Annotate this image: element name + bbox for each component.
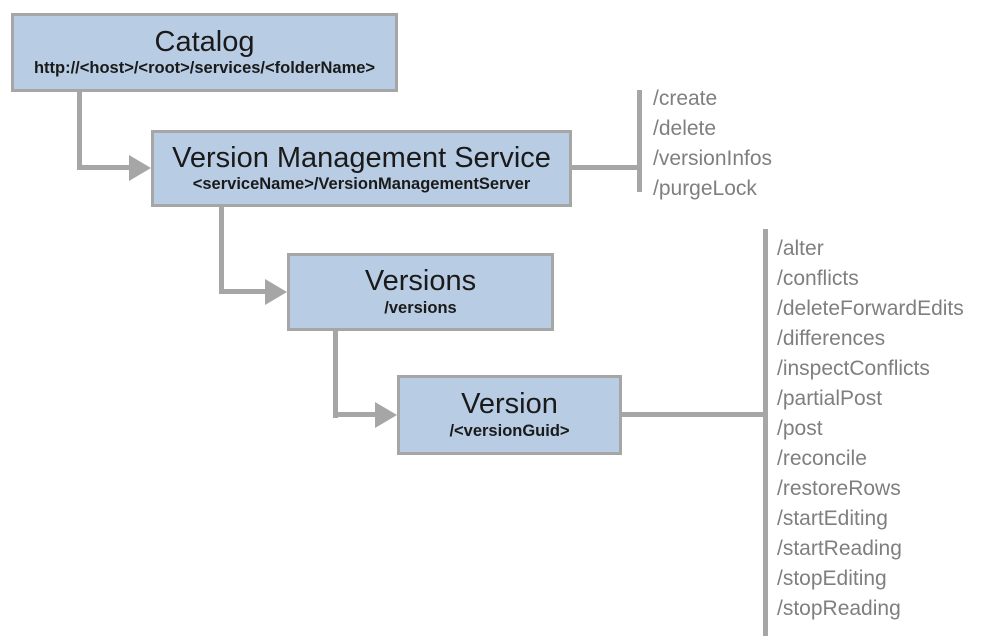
operation-item: /partialPost [777, 387, 883, 410]
connector-versions-version-vertical [333, 331, 338, 418]
connector-versions-version-horizontal [333, 412, 377, 417]
operation-item: /post [777, 417, 823, 440]
operation-item: /versionInfos [653, 147, 773, 170]
node-version-management-service-title: Version Management Service [172, 141, 551, 174]
operation-item: /purgeLock [653, 177, 757, 200]
node-version-title: Version [461, 388, 558, 421]
operation-item: /stopEditing [777, 567, 887, 590]
arrow-right-icon [265, 279, 287, 305]
connector-catalog-vms-horizontal [77, 165, 131, 170]
vms-oplist-bracket [637, 90, 642, 192]
vms-operations-list: /create /delete /versionInfos /purgeLock [653, 84, 772, 204]
version-oplist-bracket [763, 229, 768, 636]
connector-vms-versions-vertical [219, 207, 224, 294]
node-catalog-title: Catalog [154, 25, 255, 58]
connector-vms-oplist-horizontal [572, 165, 640, 170]
node-version-management-service-subtitle: <serviceName>/VersionManagementServer [192, 175, 531, 194]
operation-item: /deleteForwardEdits [777, 297, 964, 320]
operation-item: /inspectConflicts [777, 357, 930, 380]
connector-vms-versions-horizontal [219, 289, 267, 294]
arrow-right-icon [375, 402, 397, 428]
operation-item: /conflicts [777, 267, 859, 290]
operation-item: /delete [653, 117, 717, 140]
operation-item: /differences [777, 327, 886, 350]
node-versions-title: Versions [364, 265, 477, 298]
node-catalog-subtitle: http://<host>/<root>/services/<folderNam… [33, 59, 376, 78]
connector-version-oplist-horizontal [622, 412, 768, 417]
operation-item: /alter [777, 237, 824, 260]
arrow-right-icon [129, 155, 151, 181]
operation-item: /create [653, 87, 718, 110]
operation-item: /reconcile [777, 447, 867, 470]
node-version: Version /<versionGuid> [397, 375, 622, 455]
version-operations-list: /alter /conflicts /deleteForwardEdits /d… [777, 234, 964, 624]
connector-catalog-vms-vertical [77, 92, 82, 170]
operation-item: /startEditing [777, 507, 888, 530]
operation-item: /stopReading [777, 597, 901, 620]
node-catalog: Catalog http://<host>/<root>/services/<f… [11, 13, 398, 92]
node-versions: Versions /versions [287, 253, 554, 331]
node-version-management-service: Version Management Service <serviceName>… [151, 130, 572, 207]
operation-item: /restoreRows [777, 477, 901, 500]
node-version-subtitle: /<versionGuid> [449, 421, 570, 440]
operation-item: /startReading [777, 537, 902, 560]
node-versions-subtitle: /versions [384, 298, 457, 317]
